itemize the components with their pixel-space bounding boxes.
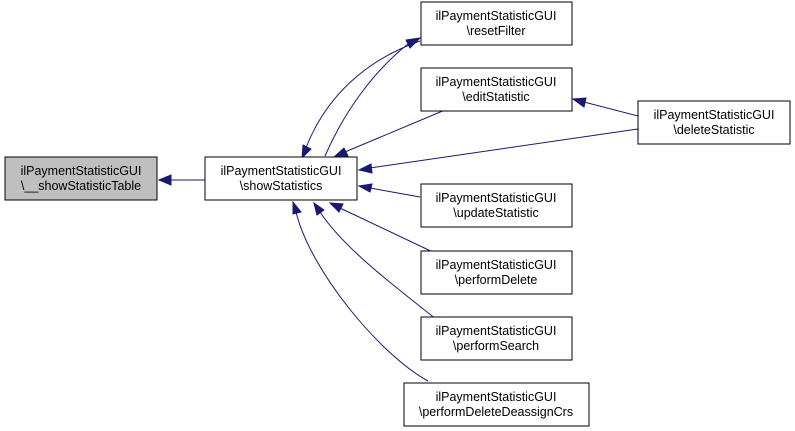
arrowhead [301,144,312,160]
node-label-method: \updateStatistic [453,206,538,220]
node-label-method: \deleteStatistic [673,123,754,137]
node-showStatisticTable[interactable]: ilPaymentStatisticGUI \__showStatisticTa… [4,156,158,201]
node-showStatistics[interactable]: ilPaymentStatisticGUI \showStatistics [204,156,358,201]
node-box [420,316,573,361]
node-label-class: ilPaymentStatisticGUI [654,108,775,122]
node-label-class: ilPaymentStatisticGUI [21,164,142,178]
edge-showStatistics-to-resetFilter [324,43,409,157]
node-label-method: \showStatistics [240,179,323,193]
node-performSearch[interactable]: ilPaymentStatisticGUI \performSearch [420,316,573,361]
node-label-class: ilPaymentStatisticGUI [436,324,557,338]
arrowhead [292,200,302,215]
arrowhead [357,183,373,193]
node-label-class: ilPaymentStatisticGUI [436,191,557,205]
edge-updateStatistic-to-showStatistics [369,187,421,198]
arrowhead [157,174,172,186]
arrowhead [357,163,373,174]
node-label-class: ilPaymentStatisticGUI [436,390,557,404]
node-label-method: \resetFilter [466,24,525,38]
arrowhead [313,201,325,216]
edge-performSearch-to-showStatistics [319,211,438,321]
edge-editStatistic-to-showStatistics [344,109,446,153]
edge-deleteStatistic-to-editStatistic [583,101,639,117]
edge-resetFilter-to-showStatistics [304,40,421,151]
node-label-method: \performDeleteDeassignCrs [419,405,573,419]
node-performDeleteDeassignCrs[interactable]: ilPaymentStatisticGUI \performDeleteDeas… [403,382,590,427]
node-editStatistic[interactable]: ilPaymentStatisticGUI \editStatistic [420,67,573,112]
node-box [204,156,358,201]
arrowhead [571,97,587,108]
node-box [403,382,590,427]
node-box [637,100,791,145]
edge-performDelete-to-showStatistics [339,207,438,255]
arrowhead [405,37,422,49]
node-box [420,183,573,228]
edge-performDeleteDeassignCrs-to-showStatistics [295,211,429,382]
edges [157,37,639,382]
node-box [420,250,573,295]
node-box [420,1,573,46]
node-updateStatistic[interactable]: ilPaymentStatisticGUI \updateStatistic [420,183,573,228]
node-deleteStatistic[interactable]: ilPaymentStatisticGUI \deleteStatistic [637,100,791,145]
node-label-class: ilPaymentStatisticGUI [221,164,342,178]
node-resetFilter[interactable]: ilPaymentStatisticGUI \resetFilter [420,1,573,46]
node-label-method: \performSearch [453,339,539,353]
node-box [4,156,158,201]
arrowhead [328,202,344,213]
node-label-method: \performDelete [455,273,538,287]
node-label-class: ilPaymentStatisticGUI [436,258,557,272]
node-label-method: \__showStatisticTable [21,179,141,193]
node-label-method: \editStatistic [462,90,529,104]
node-performDelete[interactable]: ilPaymentStatisticGUI \performDelete [420,250,573,295]
node-label-class: ilPaymentStatisticGUI [436,9,557,23]
node-label-class: ilPaymentStatisticGUI [436,75,557,89]
node-box [420,67,573,112]
arrowhead [332,147,349,158]
edge-deleteStatistic-to-showStatistics [369,128,639,169]
